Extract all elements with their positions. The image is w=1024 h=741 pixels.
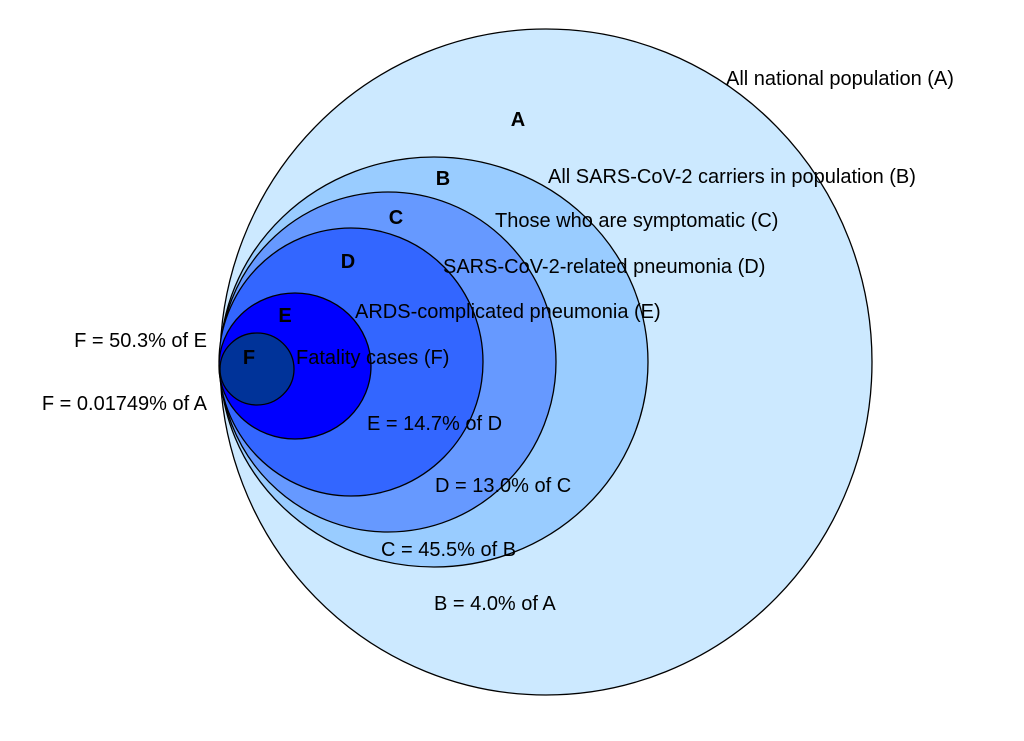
ratio-c-of-b: C = 45.5% of B bbox=[381, 539, 516, 561]
circle-a-label: All national population (A) bbox=[726, 68, 954, 90]
circle-f bbox=[219, 332, 295, 406]
circle-e-label: ARDS-complicated pneumonia (E) bbox=[355, 301, 661, 323]
circle-f-label: Fatality cases (F) bbox=[296, 347, 449, 369]
ratio-e-of-d: E = 14.7% of D bbox=[367, 413, 502, 435]
circle-b-label: All SARS-CoV-2 carriers in population (B… bbox=[548, 166, 916, 188]
circle-b-letter: B bbox=[436, 168, 450, 190]
note-f-of-e: F = 50.3% of E bbox=[74, 330, 207, 352]
note-f-of-a: F = 0.01749% of A bbox=[42, 393, 208, 415]
circle-e-letter: E bbox=[278, 305, 291, 327]
circle-d-letter: D bbox=[341, 251, 355, 273]
circle-c-label: Those who are symptomatic (C) bbox=[495, 210, 778, 232]
ratio-d-of-c: D = 13.0% of C bbox=[435, 475, 571, 497]
circle-a-letter: A bbox=[511, 109, 525, 131]
circle-f-letter: F bbox=[243, 347, 255, 369]
circle-d-label: SARS-CoV-2-related pneumonia (D) bbox=[443, 256, 765, 278]
circle-c-letter: C bbox=[389, 207, 403, 229]
ratio-b-of-a: B = 4.0% of A bbox=[434, 593, 556, 615]
